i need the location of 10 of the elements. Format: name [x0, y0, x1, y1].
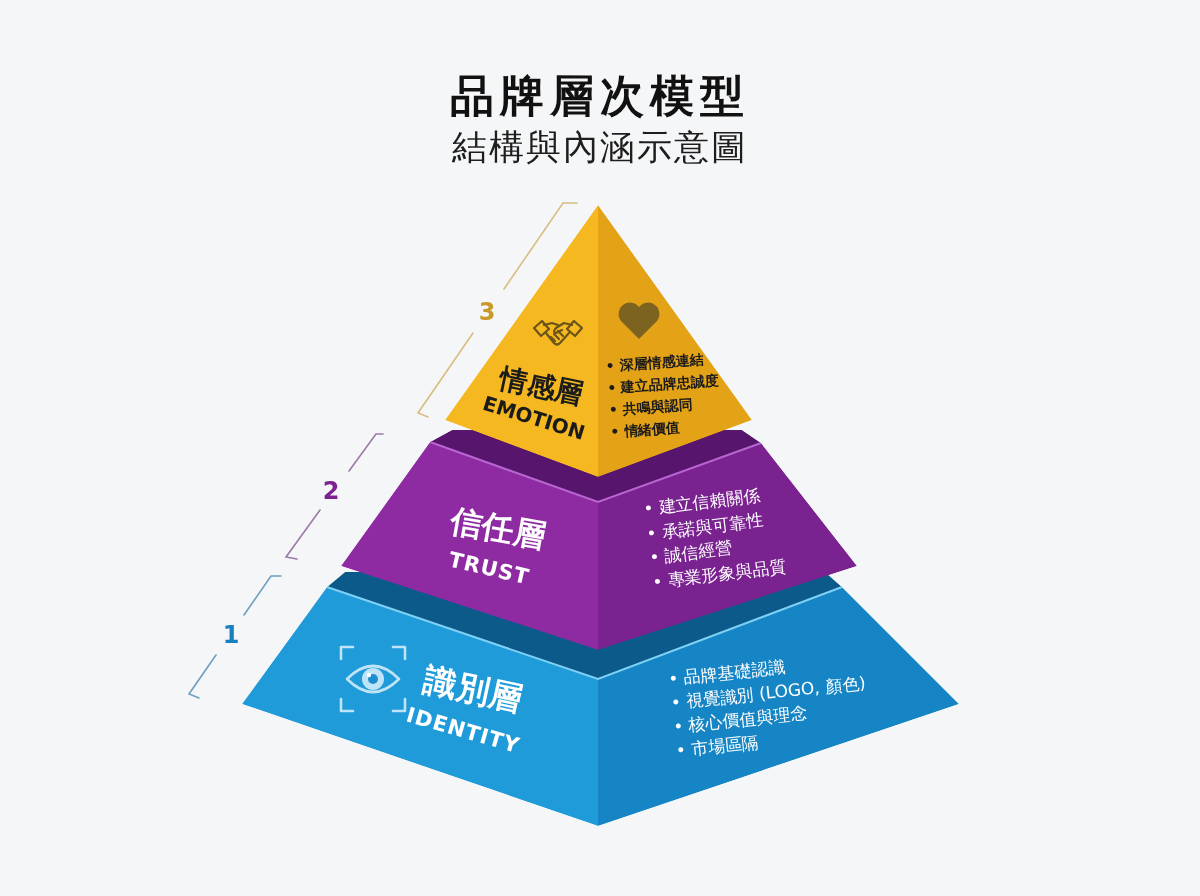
bullet-item: • 情緒價值 — [609, 417, 682, 442]
bullet-item: • 深層情感連結 — [605, 350, 704, 374]
subtitle: 結構與內涵示意圖 — [452, 128, 748, 167]
layer-number: 2 — [322, 477, 340, 505]
bullet-item: • 共鳴與認同 — [608, 395, 694, 420]
layer-number: 1 — [222, 621, 240, 649]
bullet-item: • 建立品牌忠誠度 — [606, 372, 720, 398]
layer-number: 3 — [478, 298, 496, 326]
english-heading: TRUST — [446, 548, 532, 590]
title: 品牌層次模型 — [450, 72, 750, 121]
